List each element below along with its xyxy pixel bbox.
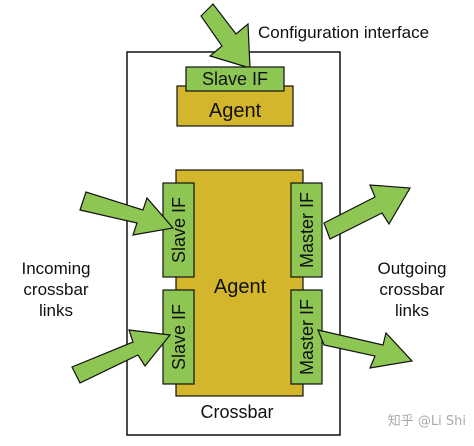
master-if-upper-label: Master IF bbox=[297, 192, 317, 268]
slave-if-upper-label: Slave IF bbox=[169, 197, 189, 263]
top-slave-if-box bbox=[185, 66, 285, 92]
top-slave-if-label: Slave IF bbox=[202, 69, 268, 89]
incoming-label-line2: crossbar bbox=[23, 280, 89, 299]
incoming-label-line3: links bbox=[39, 301, 73, 320]
incoming-label-line1: Incoming bbox=[22, 259, 91, 278]
outgoing-arrow-lower bbox=[317, 329, 414, 369]
master-if-upper-box bbox=[290, 182, 323, 278]
incoming-arrow-lower bbox=[71, 329, 172, 384]
incoming-arrow-upper bbox=[79, 191, 175, 236]
configuration-interface-label: Configuration interface bbox=[258, 23, 429, 42]
slave-if-upper-box bbox=[162, 182, 195, 278]
crossbar-label: Crossbar bbox=[200, 402, 273, 422]
master-if-lower-label: Master IF bbox=[297, 299, 317, 375]
outgoing-arrow-upper bbox=[323, 184, 412, 240]
watermark-label: 知乎 @Li Shi bbox=[388, 413, 466, 429]
outgoing-label-line3: links bbox=[395, 301, 429, 320]
main-agent-box bbox=[175, 169, 304, 397]
outgoing-label-line2: crossbar bbox=[379, 280, 445, 299]
slave-if-lower-label: Slave IF bbox=[169, 304, 189, 370]
outgoing-label-line1: Outgoing bbox=[378, 259, 447, 278]
top-agent-label: Agent bbox=[209, 100, 262, 122]
main-agent-label: Agent bbox=[214, 276, 267, 298]
configuration-arrow bbox=[200, 3, 251, 69]
master-if-lower-box bbox=[290, 289, 323, 385]
